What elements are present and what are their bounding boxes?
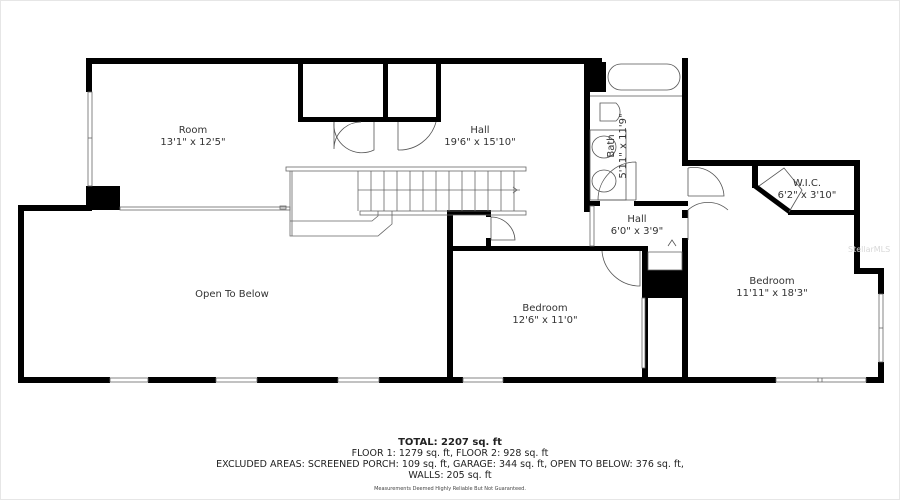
watermark: StellarMLS	[848, 245, 891, 254]
room-label-room: Room 13'1" x 12'5"	[160, 125, 225, 149]
room-label-wic: W.I.C. 6'2" x 3'10"	[778, 178, 837, 202]
room-label-hall-small: Hall 6'0" x 3'9"	[611, 214, 663, 238]
excluded-areas: EXCLUDED AREAS: SCREENED PORCH: 109 sq. …	[216, 459, 684, 470]
room-dims: 12'6" x 11'0"	[512, 315, 578, 326]
room-name: Bath	[606, 134, 617, 158]
room-name: Open To Below	[195, 289, 269, 300]
room-dims: 11'11" x 18'3"	[736, 288, 808, 299]
floor-areas: FLOOR 1: 1279 sq. ft, FLOOR 2: 928 sq. f…	[351, 448, 549, 459]
area-summary: TOTAL: 2207 sq. ft FLOOR 1: 1279 sq. ft,…	[0, 437, 900, 493]
total-area: TOTAL: 2207 sq. ft	[398, 437, 502, 448]
walls-area: WALLS: 205 sq. ft	[408, 470, 492, 481]
room-label-bath: Bath 5'11" x 11'9"	[606, 113, 630, 178]
room-name: Hall	[470, 125, 490, 136]
room-dims: 5'11" x 11'9"	[618, 113, 629, 179]
room-label-open-to-below: Open To Below	[195, 289, 269, 301]
room-name: Hall	[627, 214, 647, 225]
room-label-bedroom-1: Bedroom 12'6" x 11'0"	[512, 303, 577, 327]
room-label-bedroom-2: Bedroom 11'11" x 18'3"	[736, 276, 808, 300]
room-name: Bedroom	[749, 276, 795, 287]
room-name: Bedroom	[522, 303, 568, 314]
room-dims: 6'2" x 3'10"	[777, 190, 837, 201]
disclaimer: Measurements Deemed Highly Reliable But …	[374, 486, 526, 492]
room-dims: 19'6" x 15'10"	[444, 137, 516, 148]
room-dims: 6'0" x 3'9"	[610, 226, 664, 237]
room-label-hall-main: Hall 19'6" x 15'10"	[444, 125, 516, 149]
room-name: Room	[178, 125, 208, 136]
room-dims: 13'1" x 12'5"	[160, 137, 226, 148]
room-name: W.I.C.	[792, 178, 822, 189]
